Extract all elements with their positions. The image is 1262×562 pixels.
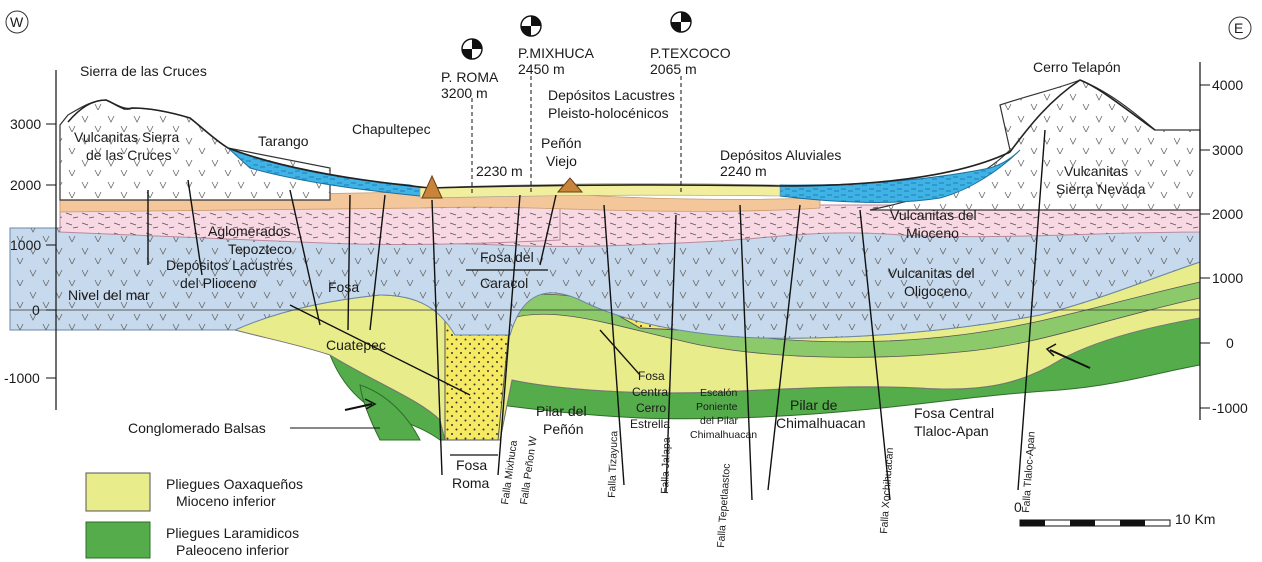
label-escalon-2: Poniente	[696, 401, 738, 413]
label-fosa-caracol-2: Caracol	[480, 275, 528, 291]
label-pilar-penon-2: Peñón	[543, 421, 583, 437]
label-fosa-tlaloc-1: Fosa Central	[914, 405, 994, 421]
label-cerro-telapon: Cerro Telapón	[1033, 59, 1121, 75]
label-conglomerado: Conglomerado Balsas	[128, 420, 266, 436]
label-chapultepec: Chapultepec	[352, 121, 431, 137]
scale-end: 10 Km	[1175, 511, 1215, 527]
left-tick-label: 0	[32, 302, 40, 318]
well-symbol-icon-quadrant	[531, 16, 541, 26]
fault-label: Falla Tlaloc-Apan	[1020, 431, 1038, 513]
well-symbol-icon-quadrant	[681, 12, 691, 22]
fault-label: Falla Peñon W	[518, 435, 539, 505]
right-axis: 4000 3000 2000 1000 0 -1000	[1200, 62, 1248, 420]
label-vulc-oligoceno-1: Vulcanitas del	[888, 265, 975, 281]
well-texcoco-depth: 2065 m	[650, 61, 697, 77]
label-dep-lac-pleisto-2: Pleisto-holocénicos	[548, 105, 669, 121]
label-vulc-oligoceno-2: Oligoceno	[904, 283, 967, 299]
label-dep-aluviales: Depósitos Aluviales	[720, 147, 841, 163]
label-fosa-roma-1: Fosa	[456, 457, 487, 473]
left-tick-label: 2000	[10, 177, 41, 193]
label-dep-lac-pleisto-1: Depósitos Lacustres	[548, 87, 675, 103]
label-fosa-central-3: Cerro	[636, 401, 666, 415]
label-escalon-1: Escalón	[700, 387, 738, 399]
right-tick-label: 3000	[1212, 142, 1243, 158]
label-fosa-central-2: Central	[632, 385, 671, 399]
legend: Pliegues Oaxaqueños Mioceno inferior Pli…	[86, 473, 303, 558]
label-vulc-cruces-2: de las Cruces	[86, 147, 172, 163]
label-pilar-chimal-1: Pilar de	[790, 397, 838, 413]
fault-label: Falla Tepetlaastoc	[715, 463, 733, 548]
well-symbol-icon-quadrant	[521, 26, 531, 36]
label-nivel-mar: Nivel del mar	[68, 287, 150, 303]
compass-east: E	[1234, 20, 1243, 36]
label-dep-lac-plio-2: del Plioceno	[180, 275, 256, 291]
label-pilar-chimal-2: Chimalhuacan	[776, 415, 866, 431]
label-fosa-roma-2: Roma	[452, 475, 490, 491]
well-mixhuca-depth: 2450 m	[518, 61, 565, 77]
legend-oaxaca-line1: Pliegues Oaxaqueños	[166, 476, 303, 492]
label-pilar-penon-1: Pilar del	[536, 403, 587, 419]
legend-swatch-laramide	[86, 522, 150, 558]
legend-oaxaca-line2: Mioceno inferior	[176, 493, 276, 509]
well-roma-name: P. ROMA	[441, 69, 499, 85]
label-elev-2230: 2230 m	[476, 163, 523, 179]
right-tick-label: -1000	[1212, 400, 1248, 416]
well-roma-depth: 3200 m	[441, 85, 488, 101]
scale-start: 0	[1014, 499, 1022, 515]
well-symbol-icon-quadrant	[671, 22, 681, 32]
right-tick-label: 0	[1226, 335, 1234, 351]
well-symbol-icon-quadrant	[472, 39, 482, 49]
fault-label: Falla Mixhuca	[499, 439, 520, 505]
fault-label: Falla Jalapa	[659, 437, 673, 494]
scale-bar: 0 10 Km	[1014, 499, 1215, 527]
label-cuatepec: Cuatepec	[326, 337, 386, 353]
label-vulc-mioceno-2: Mioceno	[906, 225, 959, 241]
label-aglomerados: Aglomerados	[208, 223, 291, 239]
label-vulc-cruces-1: Vulcanitas Sierra	[74, 129, 180, 145]
right-tick-label: 2000	[1212, 206, 1243, 222]
left-tick-label: 1000	[10, 237, 41, 253]
well-texcoco: P.TEXCOCO 2065 m	[650, 12, 731, 195]
label-vulc-mioceno-1: Vulcanitas del	[890, 207, 977, 223]
fault-label: Falla Tizayuca	[606, 430, 620, 498]
label-fosa-central-4: Estrella	[630, 417, 670, 431]
fault-label: Falla Xochihuacan	[878, 447, 896, 534]
legend-laramide-line1: Pliegues Laramidicos	[166, 525, 299, 541]
right-tick-label: 4000	[1212, 77, 1243, 93]
label-fosa: Fosa	[328, 279, 359, 295]
label-dep-lac-plio-1: Depósitos Lacustres	[166, 257, 293, 273]
compass-west: W	[10, 14, 24, 30]
right-tick-label: 1000	[1212, 270, 1243, 286]
well-mixhuca-name: P.MIXHUCA	[518, 45, 595, 61]
left-tick-label: -1000	[4, 370, 40, 386]
label-escalon-3: del Pilar	[700, 415, 738, 427]
label-penon-2: Viejo	[546, 153, 577, 169]
label-escalon-4: Chimalhuacan	[690, 429, 757, 441]
legend-laramide-line2: Paleoceno inferior	[176, 542, 289, 558]
label-tepozteco: Tepozteco	[228, 241, 292, 257]
label-fosa-tlaloc-2: Tlaloc-Apan	[914, 423, 989, 439]
label-elev-2240: 2240 m	[720, 163, 767, 179]
label-sierra-cruces: Sierra de las Cruces	[80, 63, 207, 79]
left-tick-label: 3000	[10, 116, 41, 132]
well-texcoco-name: P.TEXCOCO	[650, 45, 731, 61]
label-vulc-nevada-1: Vulcanitas	[1064, 163, 1128, 179]
label-tarango: Tarango	[258, 133, 309, 149]
well-symbol-icon-quadrant	[462, 49, 472, 59]
label-penon-1: Peñón	[541, 135, 581, 151]
legend-swatch-oaxaca	[86, 473, 150, 511]
label-vulc-nevada-2: Sierra Nevada	[1056, 181, 1146, 197]
label-fosa-central-1: Fosa	[638, 369, 665, 383]
label-fosa-caracol-1: Fosa del	[480, 249, 534, 265]
